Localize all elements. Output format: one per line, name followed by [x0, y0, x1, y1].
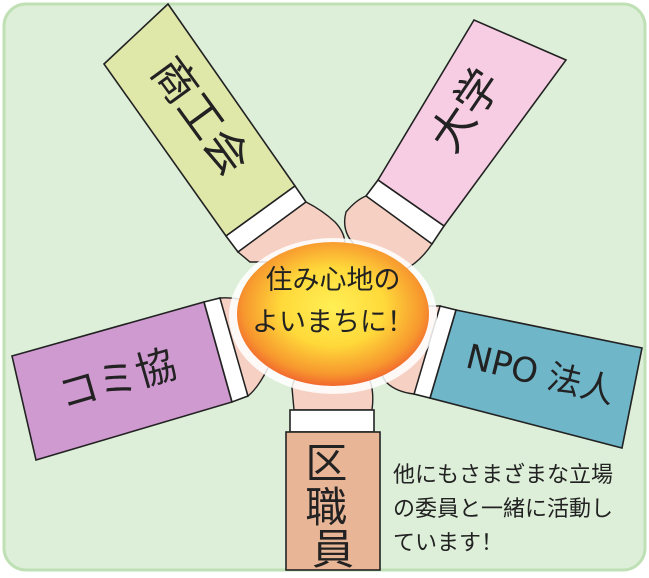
- cuff-kuyakuin: [289, 409, 375, 433]
- note-line3: ています！: [393, 531, 503, 556]
- label-kuyakuin: 区 職 員: [305, 439, 360, 574]
- arm-daigaku: 大学: [343, 18, 568, 271]
- note-line1: 他にもさまざまな立場: [393, 462, 613, 488]
- label-kuyakuin-char: 区: [305, 439, 347, 488]
- label-kuyakuin-char: 員: [312, 525, 354, 574]
- arm-kuyakuin: 区 職 員: [285, 361, 381, 574]
- center-glow: [237, 242, 429, 386]
- sleeve-kuyakuin: [285, 431, 381, 571]
- center-message-line1: 住み心地の: [266, 265, 401, 296]
- center-message-line2: よいまちに！: [252, 307, 414, 338]
- label-kuyakuin-char: 職: [305, 483, 347, 532]
- note-line2: の委員と一緒に活動し: [393, 497, 613, 522]
